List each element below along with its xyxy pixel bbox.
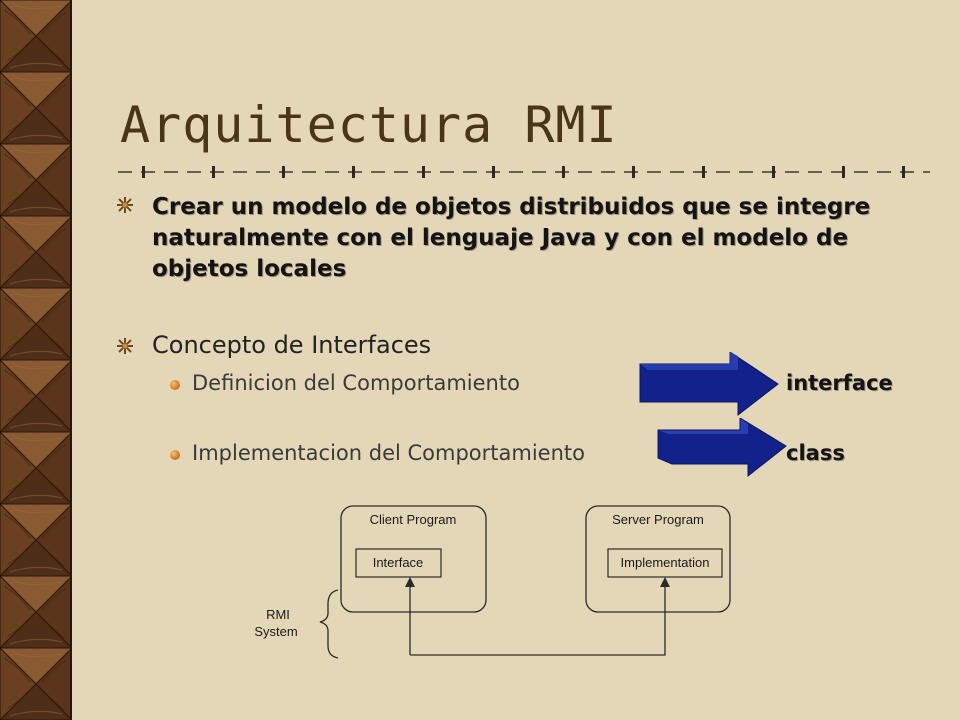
system-label: System [254, 624, 297, 639]
rmi-system-brace [319, 589, 339, 659]
server-program-box [585, 505, 731, 613]
client-program-label: Client Program [370, 512, 457, 527]
rmi-diagram: Client Program Interface Server Program … [254, 505, 731, 659]
arrowhead-up-icon [660, 577, 670, 587]
asterisk-star-icon [117, 197, 133, 213]
wood-border-decoration [0, 0, 72, 720]
implementation-label: Implementation [621, 555, 710, 570]
divider-cross-marks [142, 166, 905, 178]
subitem-implementacion: Implementacion del Comportamiento [192, 441, 585, 465]
interface-label: Interface [373, 555, 424, 570]
rmi-label: RMI [266, 607, 290, 622]
client-program-box [340, 505, 487, 613]
keyword-class: class [786, 441, 845, 465]
asterisk-star-icon [117, 338, 133, 354]
subitem-definicion: Definicion del Comportamiento [192, 371, 520, 395]
arrowhead-up-icon [405, 577, 415, 587]
bullet-rmi-goal: Crear un modelo de objetos distribuidos … [152, 194, 871, 282]
keyword-interface: interface [786, 371, 893, 395]
slide-title: Arquitectura RMI [120, 96, 618, 154]
arrow-right-icon [639, 352, 779, 417]
title-divider [118, 166, 930, 178]
server-program-label: Server Program [612, 512, 704, 527]
rmi-connection-lines [409, 582, 666, 656]
bullet-interfaces: Concepto de Interfaces [152, 331, 432, 359]
arrow-right-icon [657, 418, 787, 478]
orange-dot-icon [170, 380, 180, 390]
orange-dot-icon [170, 450, 180, 460]
interface-box [355, 548, 442, 578]
